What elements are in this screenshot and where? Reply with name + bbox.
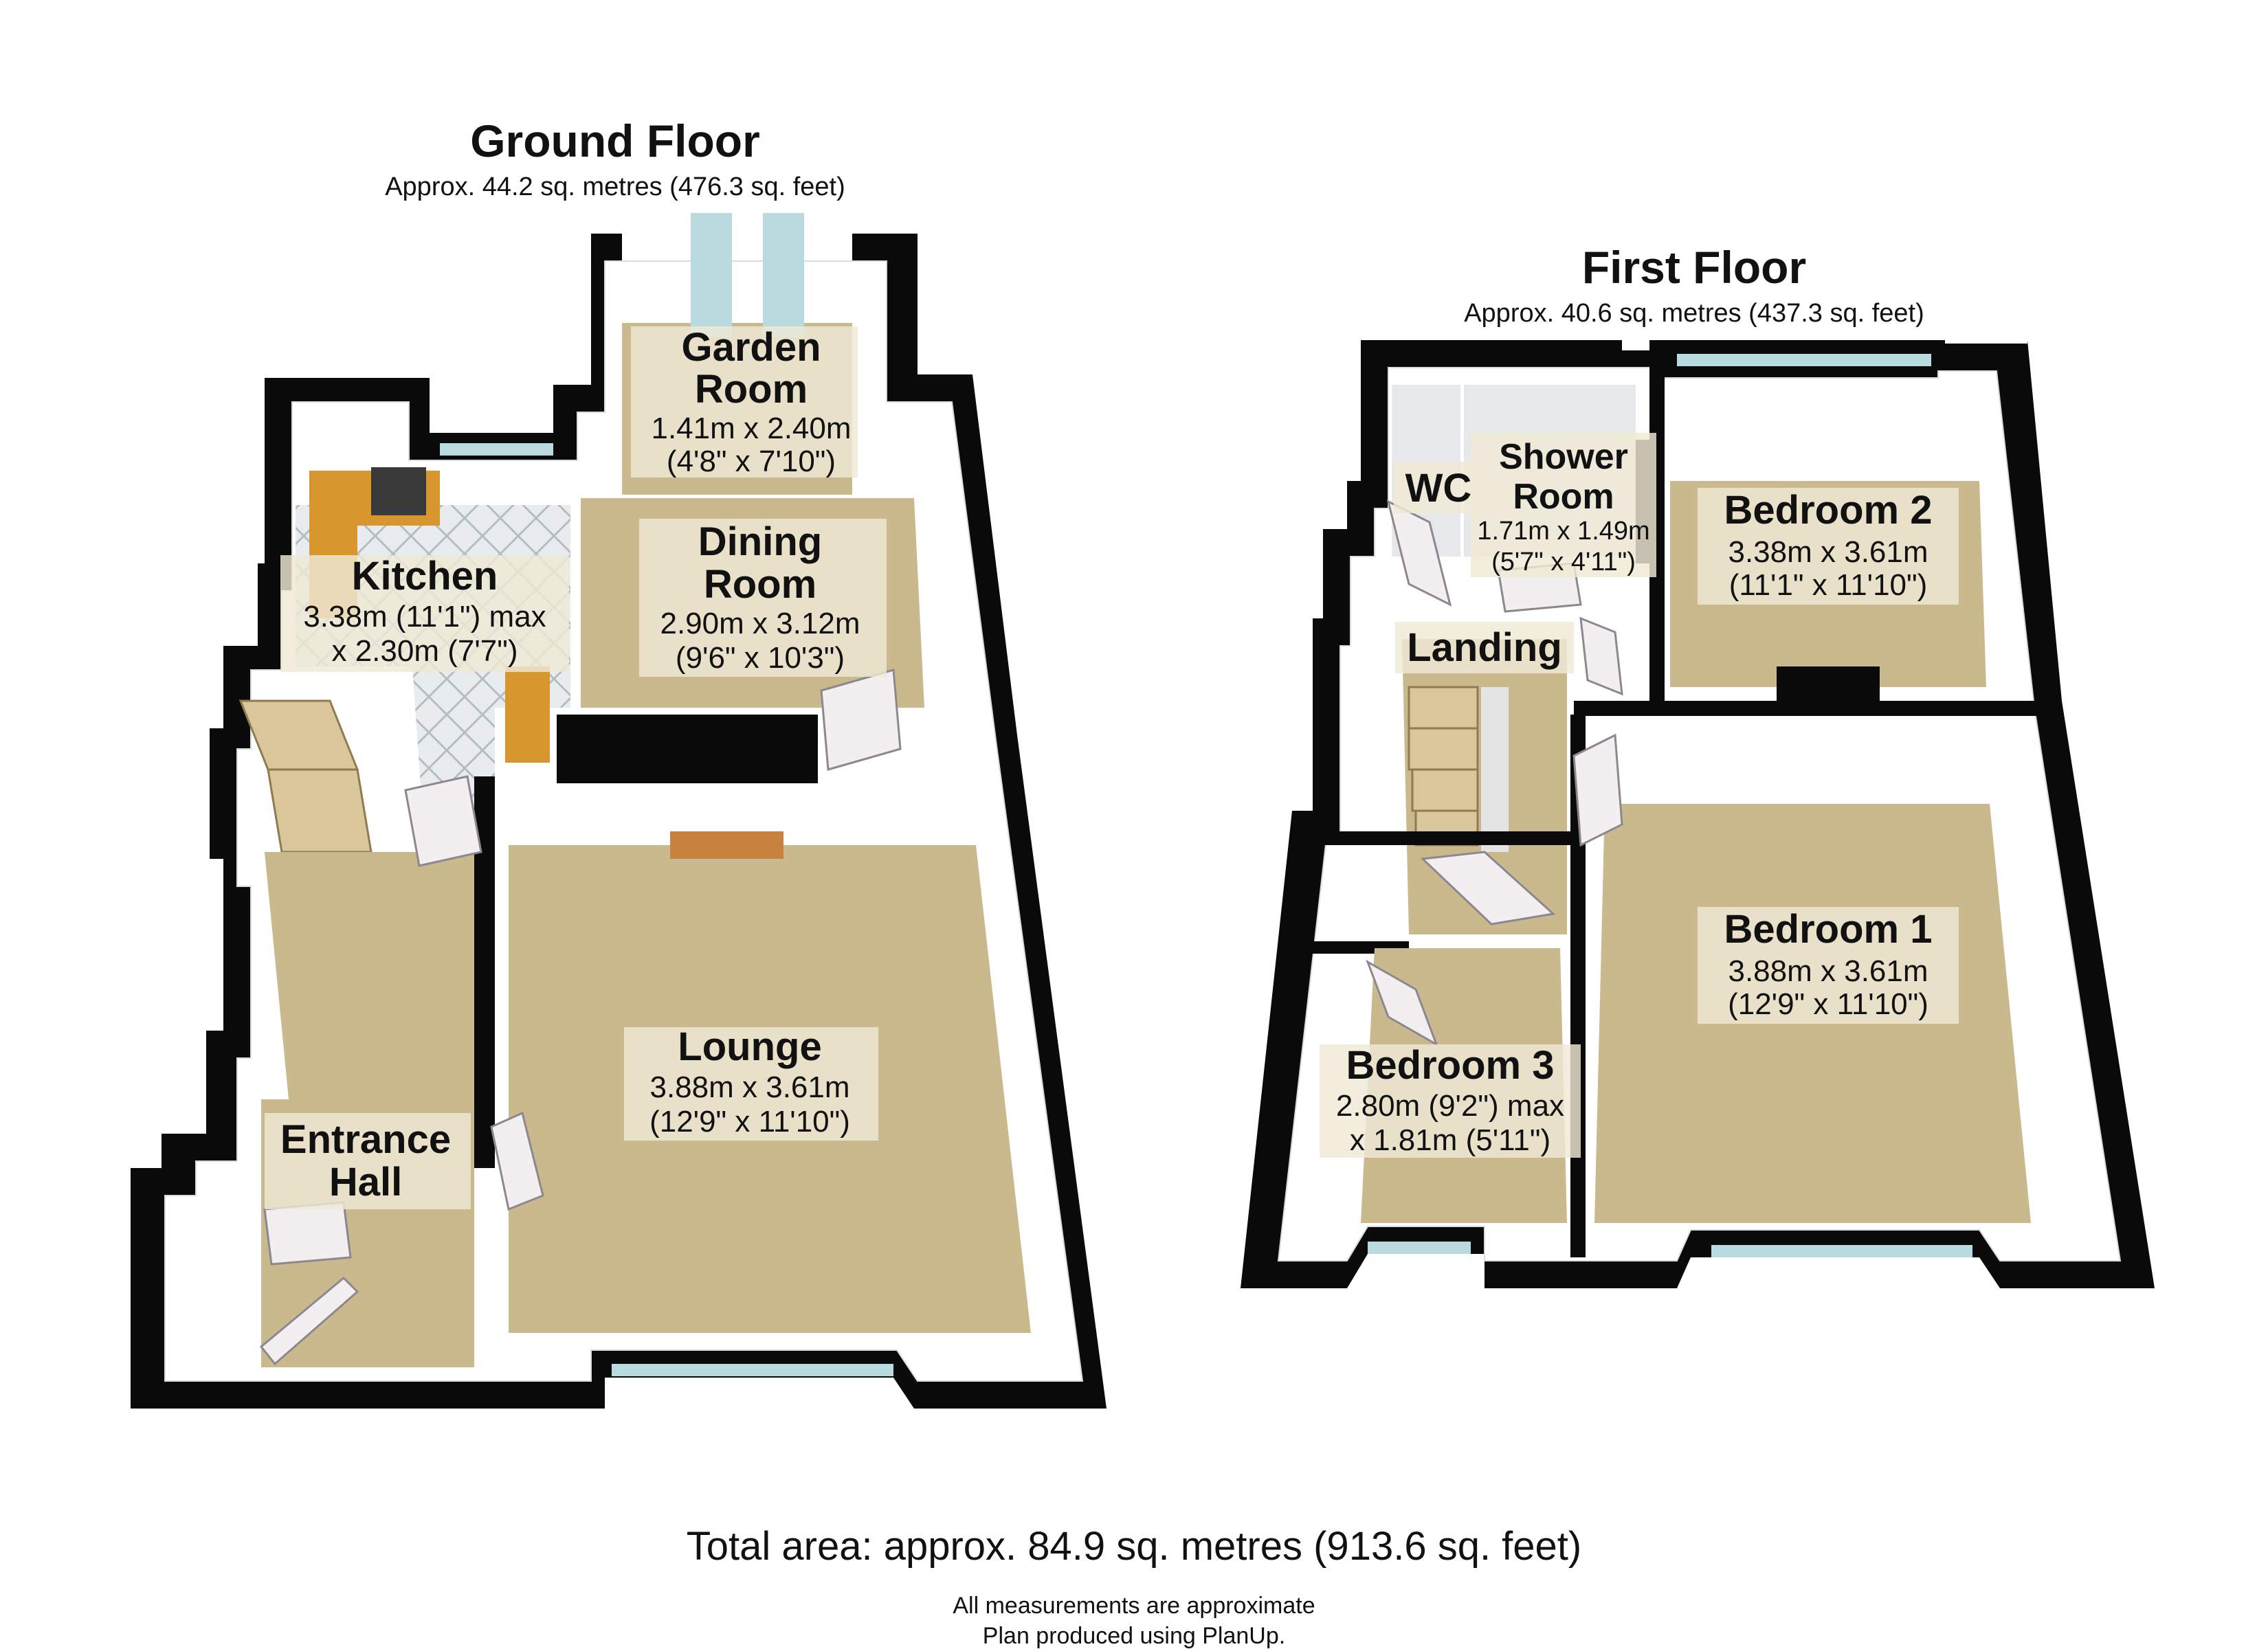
bedroom-3-dims-line1: 2.80m (9'2") max	[1336, 1089, 1564, 1123]
ground-floor-title: Ground Floor	[470, 115, 760, 166]
measurement-note: All measurements are approximate	[953, 1593, 1315, 1619]
kitchen-name: Kitchen	[352, 554, 498, 598]
garden-door-glass-right	[763, 213, 804, 337]
bedroom-separating-wall	[1574, 701, 2055, 716]
shower-room-dims-imperial: (5'7" x 4'11")	[1491, 548, 1636, 576]
bedroom-3-label: Bedroom 3 2.80m (9'2") max x 1.81m (5'11…	[1320, 1043, 1581, 1158]
dining-room-label: Dining Room 2.90m x 3.12m (9'6" x 10'3")	[639, 519, 887, 677]
fireplace-icon	[670, 831, 783, 859]
landing-banister	[1481, 687, 1509, 852]
bedroom-3-door	[1420, 851, 1556, 926]
dining-room-name-line1: Dining	[698, 519, 822, 564]
first-floor-stairs	[1408, 686, 1479, 846]
bedroom-1-dims: 3.88m x 3.61m	[1728, 954, 1928, 988]
lounge-dims-imperial: (12'9" x 11'10")	[649, 1105, 850, 1138]
bedroom-3-dims-line2: x 1.81m (5'11")	[1350, 1123, 1550, 1157]
kitchen-worktop-right	[505, 666, 550, 763]
entrance-hall-name-line2: Hall	[329, 1160, 402, 1204]
hob-icon	[371, 467, 426, 515]
bedroom-2-door	[1579, 616, 1623, 696]
garden-room-label: Garden Room 1.41m x 2.40m (4'8" x 7'10")	[631, 325, 858, 478]
entrance-hall-name-line1: Entrance	[280, 1117, 451, 1162]
shower-room-label: Shower Room 1.71m x 1.49m (5'7" x 4'11")	[1471, 433, 1656, 577]
ground-floor-area: Approx. 44.2 sq. metres (476.3 sq. feet)	[385, 172, 845, 201]
bedroom-1-dims-imperial: (12'9" x 11'10")	[1728, 987, 1928, 1021]
first-floor-area: Approx. 40.6 sq. metres (437.3 sq. feet)	[1464, 299, 1924, 328]
kitchen-label: Kitchen 3.38m (11'1") max x 2.30m (7'7")	[280, 554, 569, 672]
lounge-dims: 3.88m x 3.61m	[649, 1070, 849, 1104]
bedroom-1-name: Bedroom 1	[1724, 907, 1933, 952]
entrance-hall-label: Entrance Hall	[265, 1113, 471, 1209]
shower-room-name-line1: Shower	[1499, 437, 1628, 477]
garden-room-dims: 1.41m x 2.40m	[651, 412, 851, 445]
lounge-label: Lounge 3.88m x 3.61m (12'9" x 11'10")	[624, 1024, 878, 1141]
dining-internal-wall	[557, 715, 818, 783]
bedroom-3-name: Bedroom 3	[1346, 1043, 1555, 1088]
dining-room-dims-imperial: (9'6" x 10'3")	[676, 641, 845, 675]
bedroom-3-window	[1368, 1242, 1471, 1254]
total-area: Total area: approx. 84.9 sq. metres (913…	[687, 1524, 1581, 1569]
lounge-door	[490, 1111, 544, 1211]
kitchen-dims-line1: 3.38m (11'1") max	[303, 600, 546, 633]
wc-door	[1386, 500, 1452, 607]
lounge-name: Lounge	[678, 1024, 821, 1069]
bedroom-2-name: Bedroom 2	[1724, 488, 1933, 532]
garden-room-dims-imperial: (4'8" x 7'10")	[667, 445, 836, 478]
dining-room-name-line2: Room	[704, 562, 816, 607]
garden-room-name-line1: Garden	[681, 325, 821, 370]
bedroom-1-window	[1711, 1245, 1972, 1257]
ground-floor-heading: Ground Floor Approx. 44.2 sq. metres (47…	[385, 115, 845, 201]
bedroom-2-dims-imperial: (11'1" x 11'10")	[1729, 568, 1928, 602]
bedroom-2-chimney	[1777, 666, 1880, 704]
bedroom-3-north-wall	[1323, 831, 1570, 845]
wc-name: WC	[1405, 466, 1472, 511]
kitchen-dims-line2: x 2.30m (7'7")	[331, 634, 518, 668]
ground-floor-plan	[131, 213, 1107, 1409]
garden-room-name-line2: Room	[695, 367, 808, 412]
first-floor-title: First Floor	[1582, 242, 1806, 293]
shower-room-name-line2: Room	[1513, 477, 1614, 517]
shower-room-dims: 1.71m x 1.49m	[1477, 517, 1649, 546]
dining-room-dims: 2.90m x 3.12m	[660, 607, 860, 640]
entrance-hall-floor	[261, 852, 474, 1367]
bedroom-1-label: Bedroom 1 3.88m x 3.61m (12'9" x 11'10")	[1698, 907, 1959, 1024]
kitchen-window	[440, 443, 553, 456]
first-floor-heading: First Floor Approx. 40.6 sq. metres (437…	[1464, 242, 1924, 328]
plan-credit: Plan produced using PlanUp.	[983, 1623, 1285, 1649]
cupboard-door	[263, 1201, 352, 1266]
bedroom-2-label: Bedroom 2 3.38m x 3.61m (11'1" x 11'10")	[1698, 488, 1959, 605]
front-door	[259, 1276, 359, 1366]
hall-kitchen-door	[404, 775, 482, 867]
bedroom-1-door	[1572, 733, 1623, 847]
footer: Total area: approx. 84.9 sq. metres (913…	[687, 1524, 1581, 1649]
landing-name: Landing	[1407, 625, 1562, 670]
bedroom-2-dims: 3.38m x 3.61m	[1728, 535, 1928, 569]
garden-door-glass-left	[691, 213, 732, 337]
bedroom-2-window	[1677, 354, 1931, 366]
lounge-window	[612, 1364, 893, 1376]
landing-label: Landing	[1395, 622, 1574, 673]
wc-label: WC	[1394, 462, 1483, 513]
